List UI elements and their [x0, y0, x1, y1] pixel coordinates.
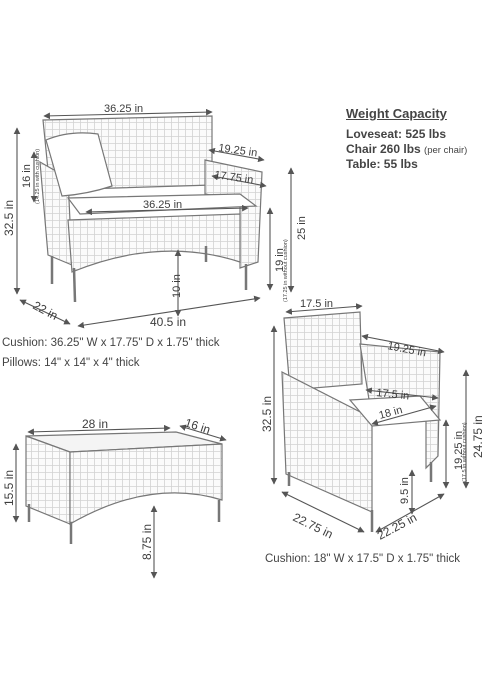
- loveseat-seat-height-note: (17.25 in without cushion): [283, 239, 289, 302]
- loveseat-pillow: [45, 132, 113, 197]
- chair-seat-height-label: 19.25 in: [453, 431, 465, 470]
- loveseat-depth-label: 22 in: [31, 298, 61, 323]
- table-labels: 28 in 16 in 15.5 in 8.75 in: [2, 416, 212, 560]
- loveseat-total-height-label: 32.5 in: [2, 200, 16, 236]
- weight-capacity-loveseat: Loveseat: 525 lbs: [346, 127, 447, 141]
- loveseat-seat-width-label: 36.25 in: [143, 199, 182, 211]
- weight-capacity-chair-note: (per chair): [424, 145, 468, 156]
- weight-capacity-chair-value: Chair 260 lbs: [346, 142, 421, 156]
- weight-capacity-chair: Chair 260 lbs (per chair): [346, 142, 467, 156]
- loveseat-back-height-note: (14.25 in with cushion): [35, 149, 41, 204]
- chair-backrest: [283, 311, 363, 391]
- chair-seat-height-note: (17.5 in without cushion): [462, 422, 468, 482]
- loveseat-labels: 36.25 in 19.25 in 17.75 in 36.25 in 16 i…: [2, 103, 308, 329]
- table-clearance-label: 8.75 in: [140, 524, 154, 560]
- table-width-label: 28 in: [82, 417, 108, 431]
- loveseat-pillow-caption: Pillows: 14" x 14" x 4" thick: [2, 357, 140, 369]
- chair-total-height-label: 32.5 in: [260, 396, 274, 432]
- chair-back-width-label: 17.5 in: [300, 298, 333, 310]
- table-height-label: 15.5 in: [2, 470, 16, 506]
- table-dimension-lines: [12, 424, 227, 579]
- loveseat-drawing: [39, 115, 263, 273]
- loveseat-clearance-label: 10 in: [171, 274, 183, 298]
- loveseat-seat-depth-label: 17.75 in: [214, 169, 254, 186]
- chair-clearance-label: 9.5 in: [399, 477, 411, 504]
- chair-legs: [287, 462, 433, 532]
- loveseat-arm-depth-label: 19.25 in: [218, 142, 258, 159]
- chair-seat-width-label: 17.5 in: [376, 387, 410, 402]
- table-legs: [27, 500, 221, 544]
- chair-front-side: [281, 370, 373, 513]
- chair-seat-depth-label: 18 in: [378, 404, 404, 422]
- table-drawing: [25, 431, 223, 526]
- table-depth-label: 16 in: [183, 416, 212, 437]
- loveseat-width-label: 40.5 in: [150, 315, 186, 329]
- loveseat-seat-height-label: 19 in: [274, 248, 286, 272]
- chair-dimension-lines: [270, 303, 470, 533]
- chair-drawing: [281, 311, 442, 513]
- chair-arm-height-label: 24.75 in: [471, 415, 484, 458]
- table-left-side: [25, 435, 71, 525]
- chair-cushion-caption: Cushion: 18" W x 17.5" D x 1.75" thick: [265, 553, 461, 565]
- weight-capacity-table: Table: 55 lbs: [346, 157, 418, 171]
- loveseat-legs: [50, 246, 248, 303]
- loveseat-dimension-lines: [13, 108, 295, 329]
- loveseat-top-width-label: 36.25 in: [104, 103, 143, 115]
- loveseat-base: [67, 213, 241, 273]
- loveseat-cushion-caption: Cushion: 36.25" W x 17.75" D x 1.75" thi…: [2, 337, 220, 349]
- table-front-skirt: [69, 443, 223, 526]
- loveseat-arm-height-label: 25 in: [296, 216, 308, 240]
- chair-width-label: 22.25 in: [375, 510, 419, 542]
- loveseat-back-height-label: 16 in: [21, 164, 33, 188]
- weight-capacity-title: Weight Capacity: [346, 106, 447, 121]
